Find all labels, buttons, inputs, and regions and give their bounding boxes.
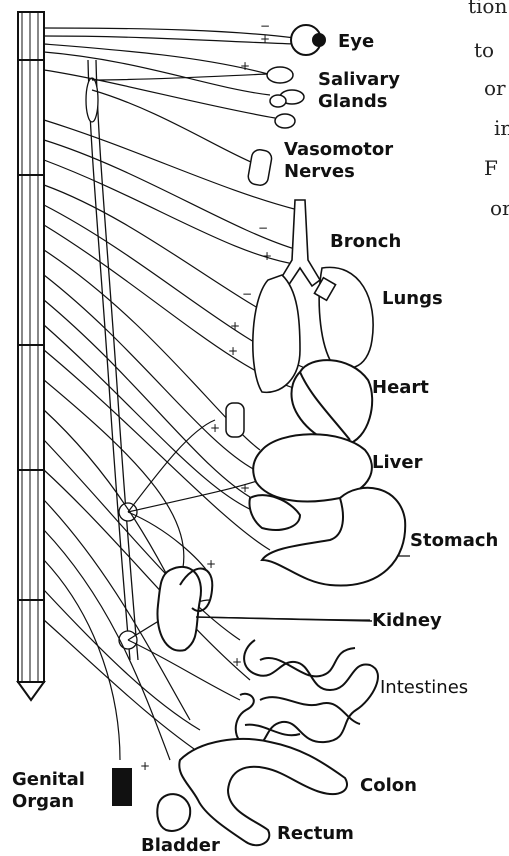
intestines-organ	[236, 640, 378, 746]
kidney-organ	[157, 567, 212, 651]
cropped-text-fragment: or	[484, 76, 506, 100]
label-liver: Liver	[372, 453, 422, 473]
label-vasomotor-nerves-line-2: Nerves	[284, 162, 355, 182]
label-kidney: Kidney	[372, 611, 442, 631]
label-lungs: Lungs	[382, 289, 443, 309]
svg-text:−: −	[242, 287, 252, 301]
label-salivary-glands-line-2: Glands	[318, 92, 388, 112]
vasomotor-nerves-second-organ	[226, 403, 244, 437]
svg-text:+: +	[260, 32, 270, 46]
label-rectum: Rectum	[277, 824, 354, 844]
label-stomach: Stomach	[410, 531, 498, 551]
cropped-text-fragment: tion	[468, 0, 507, 18]
label-heart: Heart	[372, 378, 429, 398]
svg-text:+: +	[206, 557, 216, 571]
cropped-text-fragment: in	[494, 116, 509, 140]
stomach-organ	[250, 488, 406, 586]
salivary-glands-organ	[267, 67, 304, 128]
heart-organ	[291, 360, 372, 445]
cropped-text-fragment: to	[474, 38, 494, 62]
svg-text:+: +	[240, 59, 250, 73]
cropped-text-fragment: or	[490, 196, 509, 220]
label-genital-organ-line-2: Organ	[12, 792, 74, 812]
label-genital-organ-line-1: Genital	[12, 770, 85, 790]
vasomotor-nerves-organ	[247, 149, 273, 187]
svg-text:+: +	[230, 319, 240, 333]
label-intestines: Intestines	[380, 678, 468, 698]
svg-text:+: +	[210, 421, 220, 435]
bronchi-organ	[280, 200, 320, 286]
bladder-organ	[157, 794, 190, 831]
genital-organ-shape	[112, 768, 132, 806]
svg-text:−: −	[260, 19, 270, 33]
label-colon: Colon	[360, 776, 417, 796]
svg-text:+: +	[228, 344, 238, 358]
label-bronch: Bronch	[330, 232, 401, 252]
svg-text:+: +	[140, 759, 150, 773]
svg-text:−: −	[258, 221, 268, 235]
svg-text:+: +	[262, 249, 272, 263]
label-salivary-glands-line-1: Salivary	[318, 70, 400, 90]
label-vasomotor-nerves-line-1: Vasomotor	[284, 140, 393, 160]
label-bladder: Bladder	[141, 836, 220, 856]
svg-text:+: +	[232, 655, 242, 669]
label-leader-lines	[196, 617, 372, 621]
eye-organ	[291, 25, 325, 55]
cropped-text-fragment: F	[484, 156, 498, 180]
label-eye: Eye	[338, 32, 374, 52]
spinal-cord	[18, 12, 44, 700]
svg-text:+: +	[240, 481, 250, 495]
